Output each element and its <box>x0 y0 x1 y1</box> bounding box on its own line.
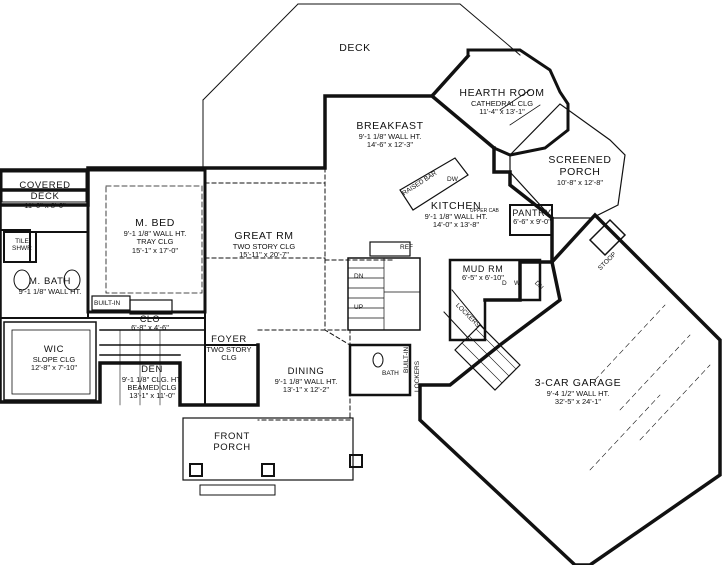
screened-porch-walls <box>509 103 626 219</box>
room-detail: SLOPE CLG <box>32 354 76 364</box>
room-detail: 10'-8" x 12'-8" <box>556 177 604 187</box>
room-label-screened: SCREENED PORCH 10'-8" x 12'-8" <box>548 154 612 187</box>
room-label-kitchen: KITCHEN 9'-1 1/8" WALL HT. 14'-0" x 13'-… <box>424 200 488 230</box>
room-name-hearth: HEARTH ROOM <box>459 87 545 99</box>
dryer-label: D <box>502 280 507 287</box>
room-detail: 13'-1" x 12'-2" <box>282 385 330 395</box>
room-name-frontporch: FRONT PORCH <box>213 431 251 453</box>
room-label-clo: CLO 6'-8" x 4'-6" <box>131 314 169 332</box>
room-name-mbed: M. BED <box>135 217 175 229</box>
room-detail: 14'-0" x 13'-8" <box>432 220 480 230</box>
upper-cab-label: UPPER CAB <box>470 208 499 214</box>
room-detail: 11'-4" x 13'-1" <box>479 107 525 117</box>
room-detail: 9'-1 1/8" WALL HT. <box>274 376 338 386</box>
lockers-label: LOCKERS <box>414 360 421 392</box>
room-detail: 15'-11" x 20'-7" <box>239 250 289 260</box>
deck-outline <box>202 3 521 101</box>
room-name-kitchen: KITCHEN <box>430 200 482 212</box>
room-label-pantry: PANTRY 6'-6" x 9'-0" <box>512 208 551 226</box>
room-detail: CLG <box>221 353 237 363</box>
room-label-mudrm: MUD RM 6'-5" x 6'-10" <box>462 264 504 282</box>
room-detail: 6'-6" x 9'-0" <box>513 217 551 227</box>
room-label-frontporch: FRONT PORCH <box>213 431 251 453</box>
tile-shower-label: TILE SHWR <box>12 238 32 252</box>
bath-label: BATH <box>382 370 399 377</box>
room-label-great: GREAT RM TWO STORY CLG 15'-11" x 20'-7" <box>232 230 296 260</box>
room-detail: CATHEDRAL CLG <box>470 98 534 108</box>
garage-walls <box>418 212 722 565</box>
built-in-label: BUILT-IN <box>94 300 121 307</box>
room-label-deck: DECK <box>339 42 371 55</box>
room-label-dining: DINING 9'-1 1/8" WALL HT. 13'-1" x 12'-2… <box>274 366 338 395</box>
hearth-room-walls <box>429 48 570 157</box>
room-detail: 6'-5" x 6'-10" <box>462 273 504 283</box>
refrigerator-label: REF <box>400 244 413 251</box>
room-label-garage: 3-CAR GARAGE 9'-4 1/2" WALL HT. 32'-5" x… <box>534 377 622 407</box>
room-name-mudrm: MUD RM <box>462 264 504 274</box>
room-detail: 13'-1" x 11'-0" <box>129 391 175 401</box>
room-label-hearth: HEARTH ROOM CATHEDRAL CLG 11'-4" x 13'-1… <box>459 87 545 117</box>
room-name-covered: COVERED DECK <box>19 180 71 202</box>
room-detail: 11'-0" x 8'-0" <box>24 201 66 211</box>
dishwasher-label: DW <box>447 176 458 183</box>
room-label-den: DEN 9'-1 1/8" CLG. HT. BEAMED CLG 13'-1"… <box>121 364 183 401</box>
room-label-breakfast: BREAKFAST 9'-1 1/8" WALL HT. 14'-6" x 12… <box>356 120 424 150</box>
room-detail: 14'-6" x 12'-3" <box>366 140 414 150</box>
room-detail: 12'-8" x 7'-10" <box>30 363 78 373</box>
room-detail: 9'-1 1/8" WALL HT. <box>123 228 187 238</box>
room-detail: 9'-1 1/8" WALL HT. <box>424 211 488 221</box>
room-name-mbath: M. BATH <box>28 276 72 287</box>
room-name-foyer: FOYER <box>211 334 247 345</box>
room-detail: 6'-8" x 4'-6" <box>131 323 169 333</box>
room-detail: 9'-1 1/8" WALL HT. <box>18 286 82 296</box>
room-detail: TRAY CLG <box>136 237 174 247</box>
room-name-great: GREAT RM <box>234 230 294 242</box>
room-name-screened: SCREENED PORCH <box>548 154 612 178</box>
room-detail: TWO STORY <box>206 344 252 354</box>
room-detail: 9'-1 1/8" WALL HT. <box>358 131 422 141</box>
room-name-wic: WIC <box>43 344 65 355</box>
room-label-foyer: FOYER TWO STORY CLG <box>206 334 252 363</box>
room-detail: 9'-4 1/2" WALL HT. <box>546 388 610 398</box>
room-detail: BEAMED CLG <box>127 383 177 393</box>
room-label-mbed: M. BED 9'-1 1/8" WALL HT. TRAY CLG 15'-1… <box>123 217 187 255</box>
room-label-wic: WIC SLOPE CLG 12'-8" x 7'-10" <box>30 344 78 373</box>
room-name-garage: 3-CAR GARAGE <box>534 377 622 389</box>
room-name-den: DEN <box>141 364 163 375</box>
stairs-up-label: UP <box>354 304 364 311</box>
room-name-dining: DINING <box>287 366 325 377</box>
room-name-clo: CLO <box>139 314 161 324</box>
room-detail: 32'-5" x 24'-1" <box>554 397 602 407</box>
room-name-breakfast: BREAKFAST <box>356 120 424 132</box>
washer-label: W <box>514 280 521 287</box>
room-label-mbath: M. BATH 9'-1 1/8" WALL HT. <box>18 276 82 296</box>
room-name-pantry: PANTRY <box>512 208 552 218</box>
room-detail: 15'-1" x 17'-0" <box>131 245 179 255</box>
stairs-down-label: DN <box>354 273 364 280</box>
room-detail: TWO STORY CLG <box>232 241 296 251</box>
room-name-deck: DECK <box>339 42 371 54</box>
room-label-covered: COVERED DECK 11'-0" x 8'-0" <box>19 180 71 211</box>
room-detail: 9'-1 1/8" CLG. HT. <box>121 374 183 384</box>
built-in-label-2: BUILT-IN <box>403 346 410 373</box>
